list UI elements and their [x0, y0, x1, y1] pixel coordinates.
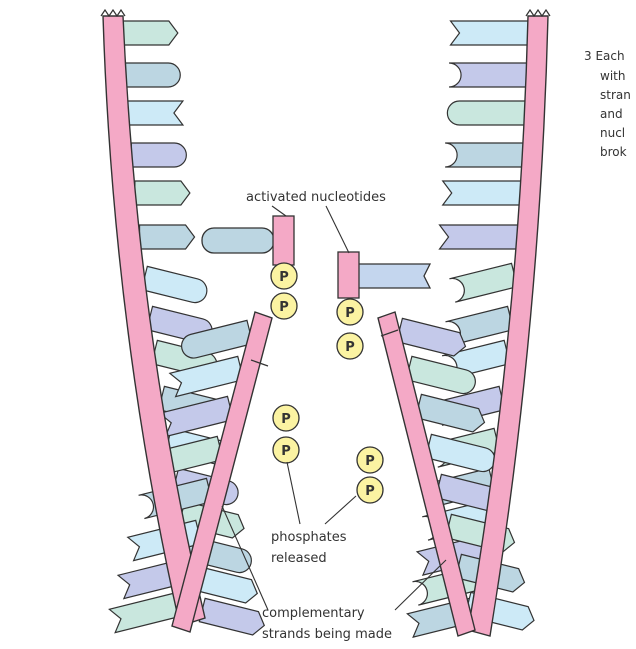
nucleotide-base: [140, 225, 195, 249]
phosphate-label: P: [365, 484, 375, 499]
nucleotide-base: [142, 266, 210, 305]
activated-nucleotide-right: [338, 252, 430, 298]
phosphate: P: [271, 293, 297, 319]
nucleotide-base: [199, 598, 267, 637]
nucleotide-base: [440, 225, 518, 249]
phosphate-label: P: [281, 444, 291, 459]
nucleotide-base: [443, 181, 521, 205]
nucleotide-base: [123, 21, 178, 45]
label-released: released: [271, 551, 327, 566]
phosphate-label: P: [279, 300, 289, 315]
label-phosphates: phosphates: [271, 530, 347, 545]
side-caption-line: nucl: [600, 126, 625, 140]
phosphate-label: P: [345, 306, 355, 321]
nucleotide-base: [445, 143, 523, 167]
nucleotide-base: [449, 263, 517, 302]
phosphate-label: P: [365, 454, 375, 469]
right-torn-end: [526, 10, 550, 16]
label-complementary: complementary: [262, 606, 365, 621]
nucleotide-base: [449, 63, 527, 87]
label-activated-nucleotides: activated nucleotides: [246, 190, 386, 205]
nucleotide-base: [451, 21, 529, 45]
side-caption-line: stran: [600, 88, 631, 102]
nucleotide-base: [135, 181, 190, 205]
phosphate: P: [357, 477, 383, 503]
nucleotide-base: [131, 143, 186, 167]
side-caption: 3 Each with stran and nucl brok: [584, 49, 631, 159]
phosphate: P: [337, 299, 363, 325]
phosphate: P: [337, 333, 363, 359]
activated-nucleotide-left: [202, 216, 294, 265]
phosphate: P: [357, 447, 383, 473]
phosphate-label: P: [279, 270, 289, 285]
phosphate-label: P: [281, 412, 291, 427]
nucleotide-base: [128, 101, 183, 125]
phosphate-label: P: [345, 340, 355, 355]
label-strands-being-made: strands being made: [262, 627, 392, 642]
nucleotide-base: [447, 101, 525, 125]
phosphate: P: [273, 437, 299, 463]
phosphate: P: [271, 263, 297, 289]
left-torn-end: [101, 10, 125, 16]
phosphate: P: [273, 405, 299, 431]
nucleotide-base: [125, 63, 180, 87]
side-caption-line: with: [600, 69, 625, 83]
side-caption-line: brok: [600, 145, 627, 159]
side-caption-line: and: [600, 107, 623, 121]
side-caption-line: 3 Each: [584, 49, 625, 63]
